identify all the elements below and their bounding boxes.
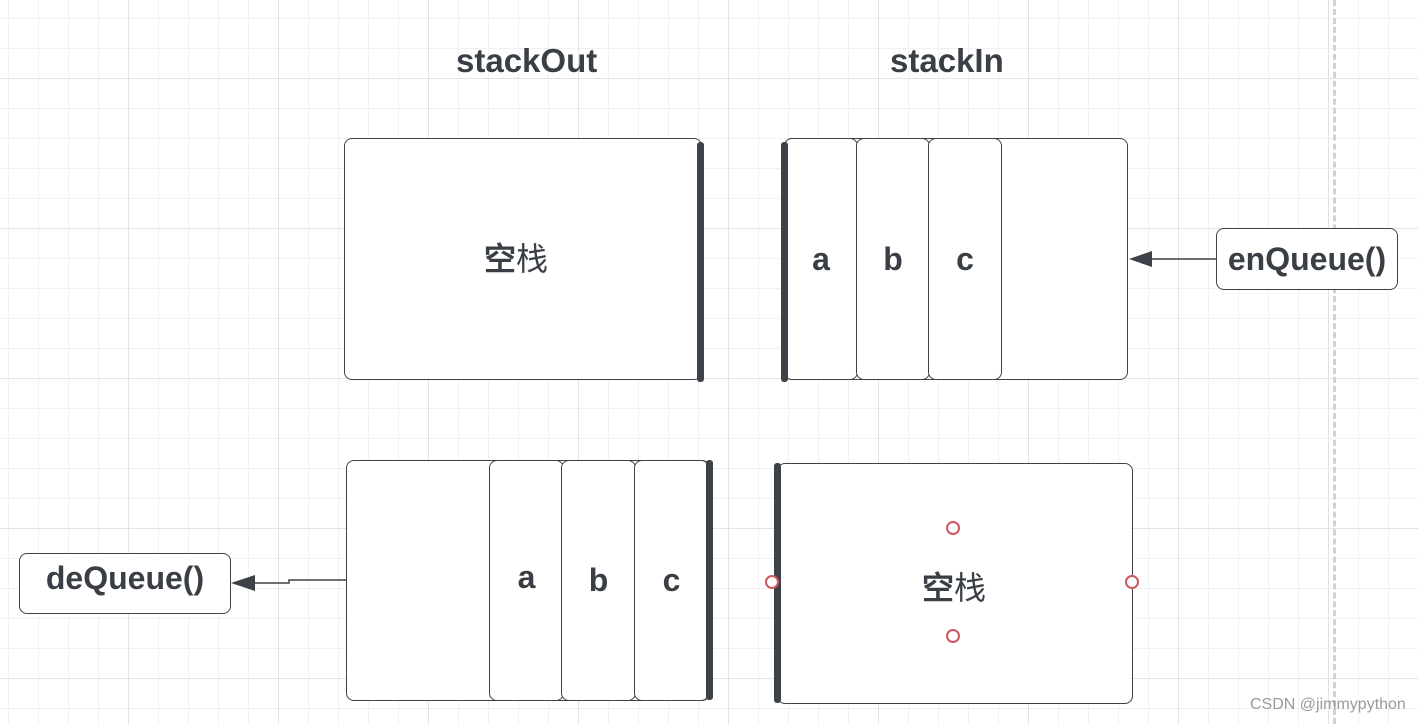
bottom-stack-in-empty-char2: 栈 xyxy=(954,569,987,607)
selection-handle-right[interactable] xyxy=(1125,575,1139,589)
page-boundary-dashed-line xyxy=(1333,0,1336,724)
top-stack-in-cell-a[interactable]: a xyxy=(784,138,858,380)
selection-handle-top[interactable] xyxy=(946,521,960,535)
dequeue-button[interactable]: deQueue() xyxy=(19,553,231,614)
stack-out-title: stackOut xyxy=(456,42,598,79)
bottom-stack-out-bottom-bar xyxy=(706,460,713,700)
top-stack-in-bottom-bar xyxy=(781,142,788,382)
stack-in-title: stackIn xyxy=(890,42,1004,79)
top-stack-in-cell-c[interactable]: c xyxy=(928,138,1002,380)
top-stack-out-empty-char2: 栈 xyxy=(516,240,549,278)
dequeue-arrow xyxy=(231,575,346,591)
enqueue-arrow xyxy=(1129,251,1216,267)
top-stack-in-cell-b[interactable]: b xyxy=(856,138,930,380)
top-stack-out-empty-char1: 空 xyxy=(484,240,517,278)
top-stack-out-container[interactable] xyxy=(344,138,702,380)
bottom-stack-out-cell-a[interactable]: a xyxy=(489,460,564,701)
bottom-stack-in-empty-label: 空栈 xyxy=(922,563,986,609)
top-stack-out-empty-label: 空栈 xyxy=(484,234,548,280)
top-stack-out-bottom-bar xyxy=(697,142,704,382)
bottom-stack-in-container[interactable] xyxy=(777,463,1133,704)
bottom-stack-out-cell-c[interactable]: c xyxy=(634,460,709,701)
watermark: CSDN @jimmypython xyxy=(1250,696,1406,713)
enqueue-button[interactable]: enQueue() xyxy=(1216,228,1398,290)
selection-handle-left[interactable] xyxy=(765,575,779,589)
bottom-stack-in-empty-char1: 空 xyxy=(922,569,955,607)
selection-handle-bottom[interactable] xyxy=(946,629,960,643)
bottom-stack-out-cell-b[interactable]: b xyxy=(561,460,636,701)
